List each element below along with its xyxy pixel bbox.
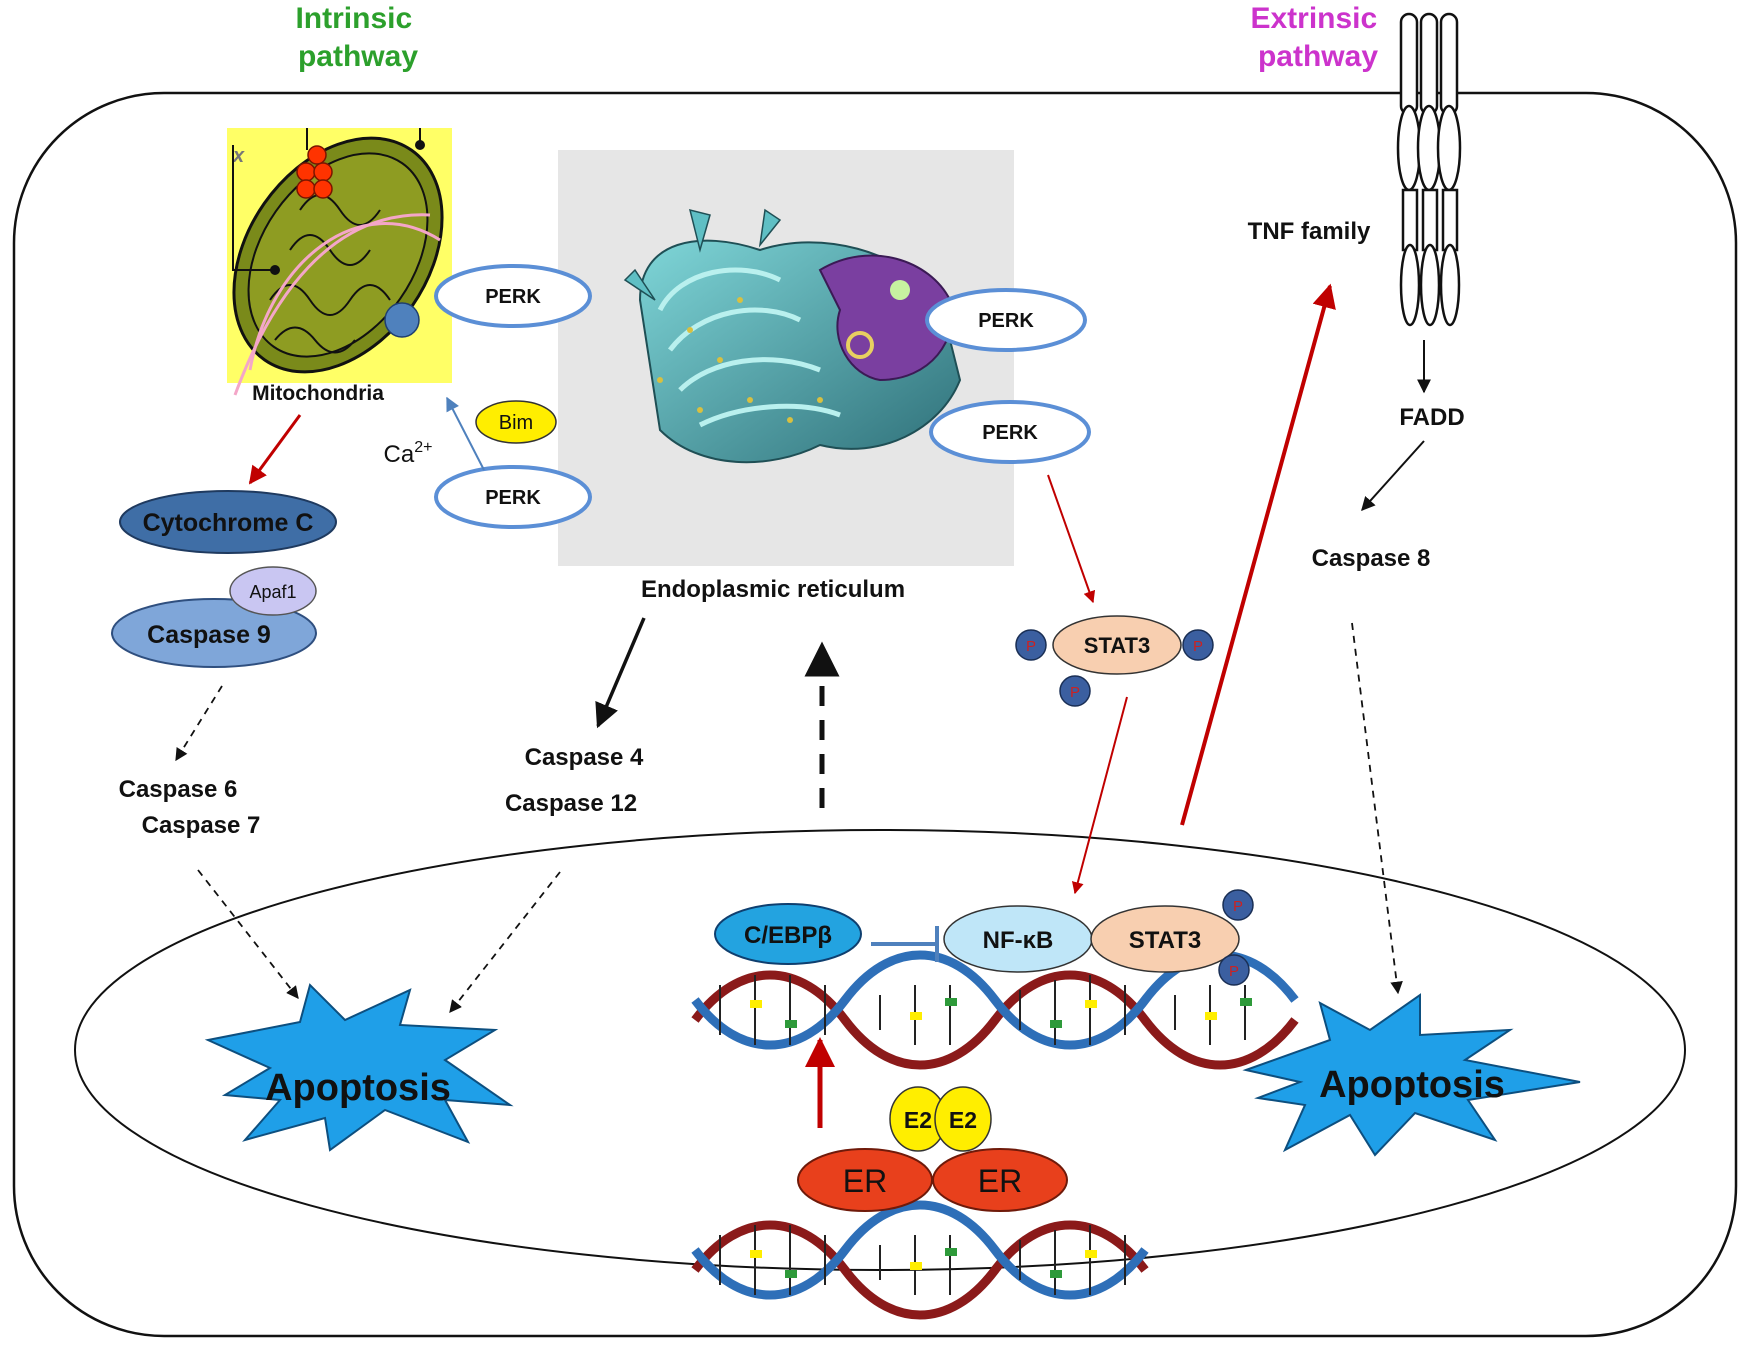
nucleus-to-tnf-arrow (1180, 283, 1336, 826)
phospho-label: P (1026, 638, 1036, 655)
caspase-4-label: Caspase 4 (525, 744, 644, 771)
phospho-label: P (1229, 963, 1239, 980)
extrinsic-pathway-label: Extrinsic pathway (1250, 2, 1385, 73)
bim-node: Bim (475, 400, 557, 444)
nfkb-label: NF-κB (983, 927, 1054, 954)
apaf1-node: Apaf1 (229, 566, 317, 616)
apoptosis-burst-left: Apoptosis (204, 983, 514, 1152)
apoptosis-right-label: Apoptosis (1319, 1064, 1505, 1106)
red-particle (296, 179, 316, 199)
apoptosis-burst-right: Apoptosis (1242, 993, 1581, 1157)
phospho-circle (1059, 675, 1091, 707)
er-left-label: ER (843, 1163, 887, 1199)
caspase8-to-apoptosis-arrow (1351, 622, 1403, 995)
apoptosis-left-label: Apoptosis (265, 1067, 451, 1109)
phospho-label: P (1193, 638, 1203, 655)
caspase9-to-caspase6-arrow (175, 685, 223, 762)
caspase-9-label: Caspase 9 (147, 621, 271, 649)
caspase412-to-apoptosis-arrow (449, 871, 561, 1013)
estrogen-receptor-right: ER (932, 1148, 1068, 1212)
dna-helix-lower (691, 1200, 1149, 1320)
blue-particle (384, 302, 420, 338)
red-particle (296, 162, 316, 182)
e2-left: E2 (889, 1086, 947, 1152)
intrinsic-pathway-label: Intrinsic pathway (295, 2, 420, 73)
phospho-circle (1222, 889, 1254, 921)
mitochondria-label: Mitochondria (252, 382, 384, 405)
phospho-label: P (1233, 898, 1243, 915)
cytochrome-c-label: Cytochrome C (143, 509, 314, 537)
red-particle (307, 145, 327, 165)
mitochondria-illustration: x (227, 128, 452, 396)
perk-label: PERK (485, 487, 541, 509)
stat3-label: STAT3 (1084, 633, 1150, 658)
er-illustration (558, 150, 1014, 566)
caspase-12-label: Caspase 12 (505, 790, 637, 817)
caspase-8-label: Caspase 8 (1312, 545, 1431, 572)
cebpb-inhibits-nfkb (871, 926, 939, 962)
perk-label: PERK (978, 310, 1034, 332)
perk-label: PERK (485, 286, 541, 308)
phospho-group: P P P (1015, 629, 1214, 707)
extrinsic-word-line2: pathway (1258, 40, 1378, 73)
red-particle (313, 179, 333, 199)
ca-superscript: 2+ (414, 439, 432, 456)
phospho-circle (1015, 629, 1047, 661)
intrinsic-word: Intrinsic (295, 2, 412, 35)
nfkb-node: NF-κB (943, 905, 1093, 973)
phospho-label: P (1070, 684, 1080, 701)
e2-right: E2 (934, 1086, 992, 1152)
stat3-nucleus-label: STAT3 (1129, 927, 1201, 954)
extrinsic-word: Extrinsic (1250, 2, 1377, 35)
phospho-circle (1182, 629, 1214, 661)
tnf-family-label: TNF family (1248, 218, 1371, 245)
caspase-6-label: Caspase 6 (119, 776, 238, 803)
stat3-cytoplasm-node: STAT3 (1052, 615, 1182, 675)
cell-membrane (12, 91, 1738, 1338)
cebpb-node: C/EBPβ (714, 903, 862, 965)
tnf-receptor-illustration (1396, 12, 1462, 327)
mito-to-cytochrome-arrow (248, 414, 302, 485)
phospho-circle (1218, 954, 1250, 986)
bim-label: Bim (499, 412, 533, 434)
caspase67-to-apoptosis-arrow (197, 869, 299, 999)
er-to-caspase4-arrow (595, 617, 646, 729)
caspase-7-label: Caspase 7 (142, 812, 261, 839)
cebpb-label: C/EBPβ (744, 922, 832, 949)
dna-helix-upper (691, 950, 1299, 1070)
perk-bottom-left: PERK (434, 465, 592, 529)
er-right-label: ER (978, 1163, 1022, 1199)
caspase-9-node: Caspase 9 (111, 598, 317, 668)
perk-top-right: PERK (925, 288, 1087, 352)
cytochrome-c-node: Cytochrome C (119, 490, 337, 554)
mito-corner-fragment: x (232, 145, 245, 167)
ca-arrow (446, 396, 485, 471)
estrogen-receptor-left: ER (797, 1148, 933, 1212)
e2-left-label: E2 (904, 1107, 932, 1133)
calcium-label: Ca2+ (384, 439, 433, 468)
perk-to-stat3-arrow (1047, 474, 1096, 604)
fadd-to-caspase8-arrow (1361, 440, 1425, 512)
perk-label: PERK (982, 422, 1038, 444)
perk-top-left: PERK (434, 264, 592, 328)
stat3-nucleus-node: STAT3 (1090, 905, 1240, 973)
red-particle (313, 162, 333, 182)
perk-bottom-right: PERK (929, 400, 1091, 464)
e2-right-label: E2 (949, 1107, 977, 1133)
stat3-to-nfkb-arrow (1071, 696, 1128, 895)
fadd-label: FADD (1399, 404, 1464, 431)
er-label: Endoplasmic reticulum (641, 576, 905, 603)
apaf1-label: Apaf1 (249, 582, 296, 602)
ca-text: Ca (384, 441, 415, 468)
intrinsic-word-line2: pathway (298, 40, 418, 73)
